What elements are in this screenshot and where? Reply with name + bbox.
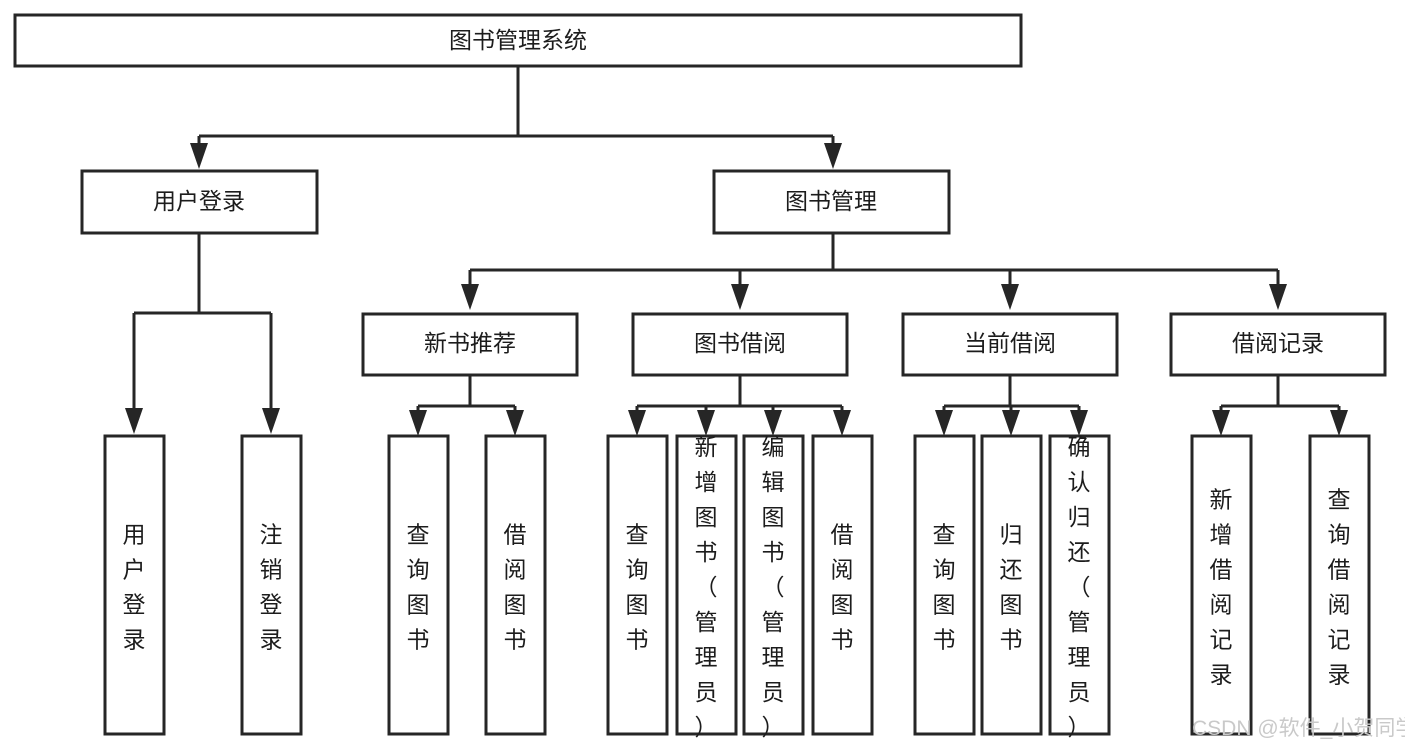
leaf-new-book-borrow-label: 借阅图书 bbox=[504, 521, 527, 652]
arrow-book-borrow-leaf1 bbox=[628, 410, 646, 436]
leaf-book-borrow-add[interactable]: 新增图书（管理员） bbox=[675, 434, 738, 740]
connector-group bbox=[125, 66, 1348, 436]
node-book-borrow-label: 图书借阅 bbox=[694, 330, 786, 356]
arrow-to-new-book bbox=[461, 284, 479, 310]
arrow-borrow-record-leaf1 bbox=[1212, 410, 1230, 436]
arrow-to-borrow-record bbox=[1269, 284, 1287, 310]
node-user-login-box[interactable] bbox=[80, 169, 319, 235]
node-book-borrow-box[interactable] bbox=[631, 312, 849, 377]
leaf-current-borrow-query-label: 查询图书 bbox=[933, 521, 956, 652]
node-book-management-box[interactable] bbox=[712, 169, 951, 235]
leaf-current-borrow-return[interactable]: 归还图书 bbox=[980, 434, 1043, 736]
node-new-book-recommend-label: 新书推荐 bbox=[424, 330, 516, 356]
leaf-new-book-query[interactable]: 查询图书 bbox=[387, 434, 450, 736]
leaf-current-borrow-query-box[interactable] bbox=[913, 434, 976, 736]
node-current-borrow-label: 当前借阅 bbox=[964, 330, 1056, 356]
leaf-user-login-logout-box[interactable] bbox=[240, 434, 303, 736]
leaf-borrow-record-query[interactable]: 查询借阅记录 bbox=[1308, 434, 1371, 736]
node-borrow-record[interactable]: 借阅记录 bbox=[1169, 312, 1387, 377]
leaf-book-borrow-borrow[interactable]: 借阅图书 bbox=[811, 434, 874, 736]
leaf-current-borrow-confirm[interactable]: 确认归还（管理员） bbox=[1048, 434, 1111, 740]
leaf-current-borrow-return-label: 归还图书 bbox=[1000, 521, 1023, 652]
leaf-borrow-record-add-label: 新增借阅记录 bbox=[1210, 486, 1233, 687]
node-root-system[interactable]: 图书管理系统 bbox=[13, 13, 1023, 68]
node-root-system-label: 图书管理系统 bbox=[449, 27, 587, 53]
leaf-user-login-login[interactable]: 用户登录 bbox=[103, 434, 166, 736]
arrow-to-user-login bbox=[190, 143, 208, 169]
node-user-login[interactable]: 用户登录 bbox=[80, 169, 319, 235]
leaf-book-borrow-query[interactable]: 查询图书 bbox=[606, 434, 669, 736]
leaf-book-borrow-query-box[interactable] bbox=[606, 434, 669, 736]
arrow-to-book-mgmt bbox=[824, 143, 842, 169]
node-borrow-record-box[interactable] bbox=[1169, 312, 1387, 377]
arrow-borrow-record-leaf2 bbox=[1330, 410, 1348, 436]
arrow-current-borrow-leaf1 bbox=[935, 410, 953, 436]
node-new-book-recommend-box[interactable] bbox=[361, 312, 579, 377]
leaf-book-borrow-borrow-box[interactable] bbox=[811, 434, 874, 736]
leaf-user-login-logout-label: 注销登录 bbox=[260, 521, 283, 652]
leaf-book-borrow-edit[interactable]: 编辑图书（管理员） bbox=[742, 434, 805, 740]
leaf-user-login-login-label: 用户登录 bbox=[123, 521, 146, 652]
arrow-book-borrow-leaf4 bbox=[833, 410, 851, 436]
arrow-book-borrow-leaf3 bbox=[764, 410, 782, 436]
leaf-book-borrow-add-label: 新增图书（管理员） bbox=[695, 434, 718, 740]
node-user-login-label: 用户登录 bbox=[153, 188, 245, 214]
leaf-current-borrow-query[interactable]: 查询图书 bbox=[913, 434, 976, 736]
arrow-new-book-leaf1 bbox=[409, 410, 427, 436]
leaf-current-borrow-confirm-box[interactable] bbox=[1048, 434, 1111, 736]
leaf-borrow-record-add-box[interactable] bbox=[1190, 434, 1253, 736]
arrow-user-login-leaf1 bbox=[125, 408, 143, 434]
leaf-new-book-borrow[interactable]: 借阅图书 bbox=[484, 434, 547, 736]
arrow-new-book-leaf2 bbox=[506, 410, 524, 436]
node-current-borrow-box[interactable] bbox=[901, 312, 1119, 377]
node-book-management[interactable]: 图书管理 bbox=[712, 169, 951, 235]
leaf-book-borrow-edit-label: 编辑图书（管理员） bbox=[762, 434, 785, 740]
leaf-book-borrow-borrow-label: 借阅图书 bbox=[831, 521, 854, 652]
leaf-current-borrow-confirm-label: 确认归还（管理员） bbox=[1068, 434, 1091, 740]
leaf-user-login-login-box[interactable] bbox=[103, 434, 166, 736]
arrow-to-book-borrow bbox=[731, 284, 749, 310]
arrow-book-borrow-leaf2 bbox=[697, 410, 715, 436]
leaf-borrow-record-query-label: 查询借阅记录 bbox=[1328, 486, 1351, 687]
leaf-borrow-record-add[interactable]: 新增借阅记录 bbox=[1190, 434, 1253, 736]
leaf-borrow-record-query-box[interactable] bbox=[1308, 434, 1371, 736]
leaf-new-book-query-box[interactable] bbox=[387, 434, 450, 736]
leaf-new-book-query-label: 查询图书 bbox=[407, 521, 430, 652]
arrow-to-current-borrow bbox=[1001, 284, 1019, 310]
arrow-current-borrow-leaf3 bbox=[1070, 410, 1088, 436]
node-borrow-record-label: 借阅记录 bbox=[1232, 330, 1324, 356]
node-root-system-box[interactable] bbox=[13, 13, 1023, 68]
node-book-management-label: 图书管理 bbox=[785, 188, 877, 214]
leaf-book-borrow-add-box[interactable] bbox=[675, 434, 738, 736]
leaf-current-borrow-return-box[interactable] bbox=[980, 434, 1043, 736]
leaf-new-book-borrow-box[interactable] bbox=[484, 434, 547, 736]
leaf-book-borrow-query-label: 查询图书 bbox=[626, 521, 649, 652]
leaf-user-login-logout[interactable]: 注销登录 bbox=[240, 434, 303, 736]
csdn-watermark: CSDN @软件_小贺同学 bbox=[1192, 717, 1405, 740]
arrow-current-borrow-leaf2 bbox=[1002, 410, 1020, 436]
node-book-borrow[interactable]: 图书借阅 bbox=[631, 312, 849, 377]
arrow-user-login-leaf2 bbox=[262, 408, 280, 434]
node-current-borrow[interactable]: 当前借阅 bbox=[901, 312, 1119, 377]
node-new-book-recommend[interactable]: 新书推荐 bbox=[361, 312, 579, 377]
leaf-book-borrow-edit-box[interactable] bbox=[742, 434, 805, 736]
